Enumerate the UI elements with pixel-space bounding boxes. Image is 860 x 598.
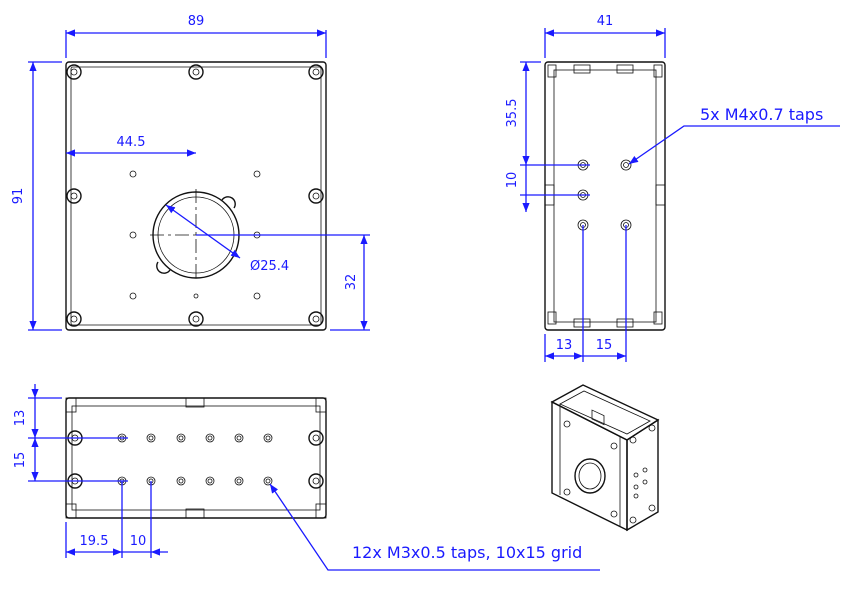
front-dimensions: 89 91 44.5 32 Ø25.4 (11, 14, 370, 331)
bottom-taps (117, 433, 273, 486)
front-mount-holes (66, 64, 324, 327)
dim-side-width: 41 (597, 14, 614, 29)
dim-shaft-offset-y: 32 (344, 274, 359, 291)
callout-side-taps: 5x M4x0.7 taps (700, 105, 823, 124)
dim-front-height: 91 (11, 188, 26, 205)
isometric-view (550, 384, 660, 532)
dim-bottom-top-margin: 13 (13, 410, 28, 427)
dim-side-tap-pitch-v: 10 (505, 172, 520, 189)
dim-bottom-left-margin: 19.5 (80, 534, 109, 549)
bottom-dimensions: 13 15 19.5 10 12x M3x0.5 taps, 10x15 gri… (13, 384, 600, 571)
side-view: 41 35.5 10 13 15 5x M4x0.7 taps (505, 14, 840, 362)
bottom-mount-holes (67, 430, 324, 489)
dim-side-tap-top: 35.5 (505, 99, 520, 128)
callout-bottom-taps: 12x M3x0.5 taps, 10x15 grid (352, 543, 582, 562)
dim-bottom-row-pitch: 15 (13, 452, 28, 469)
side-dimensions: 41 35.5 10 13 15 5x M4x0.7 taps (505, 14, 840, 362)
dim-bore-diameter: Ø25.4 (250, 259, 289, 274)
front-view: 89 91 44.5 32 Ø25.4 (11, 14, 370, 331)
dim-front-width: 89 (188, 14, 205, 29)
bottom-view: 13 15 19.5 10 12x M3x0.5 taps, 10x15 gri… (13, 384, 600, 571)
dim-side-tap-offset-x: 13 (556, 338, 573, 353)
dim-bottom-col-pitch: 10 (130, 534, 147, 549)
dim-shaft-offset-x: 44.5 (117, 135, 146, 150)
dim-side-tap-pitch-h: 15 (596, 338, 613, 353)
